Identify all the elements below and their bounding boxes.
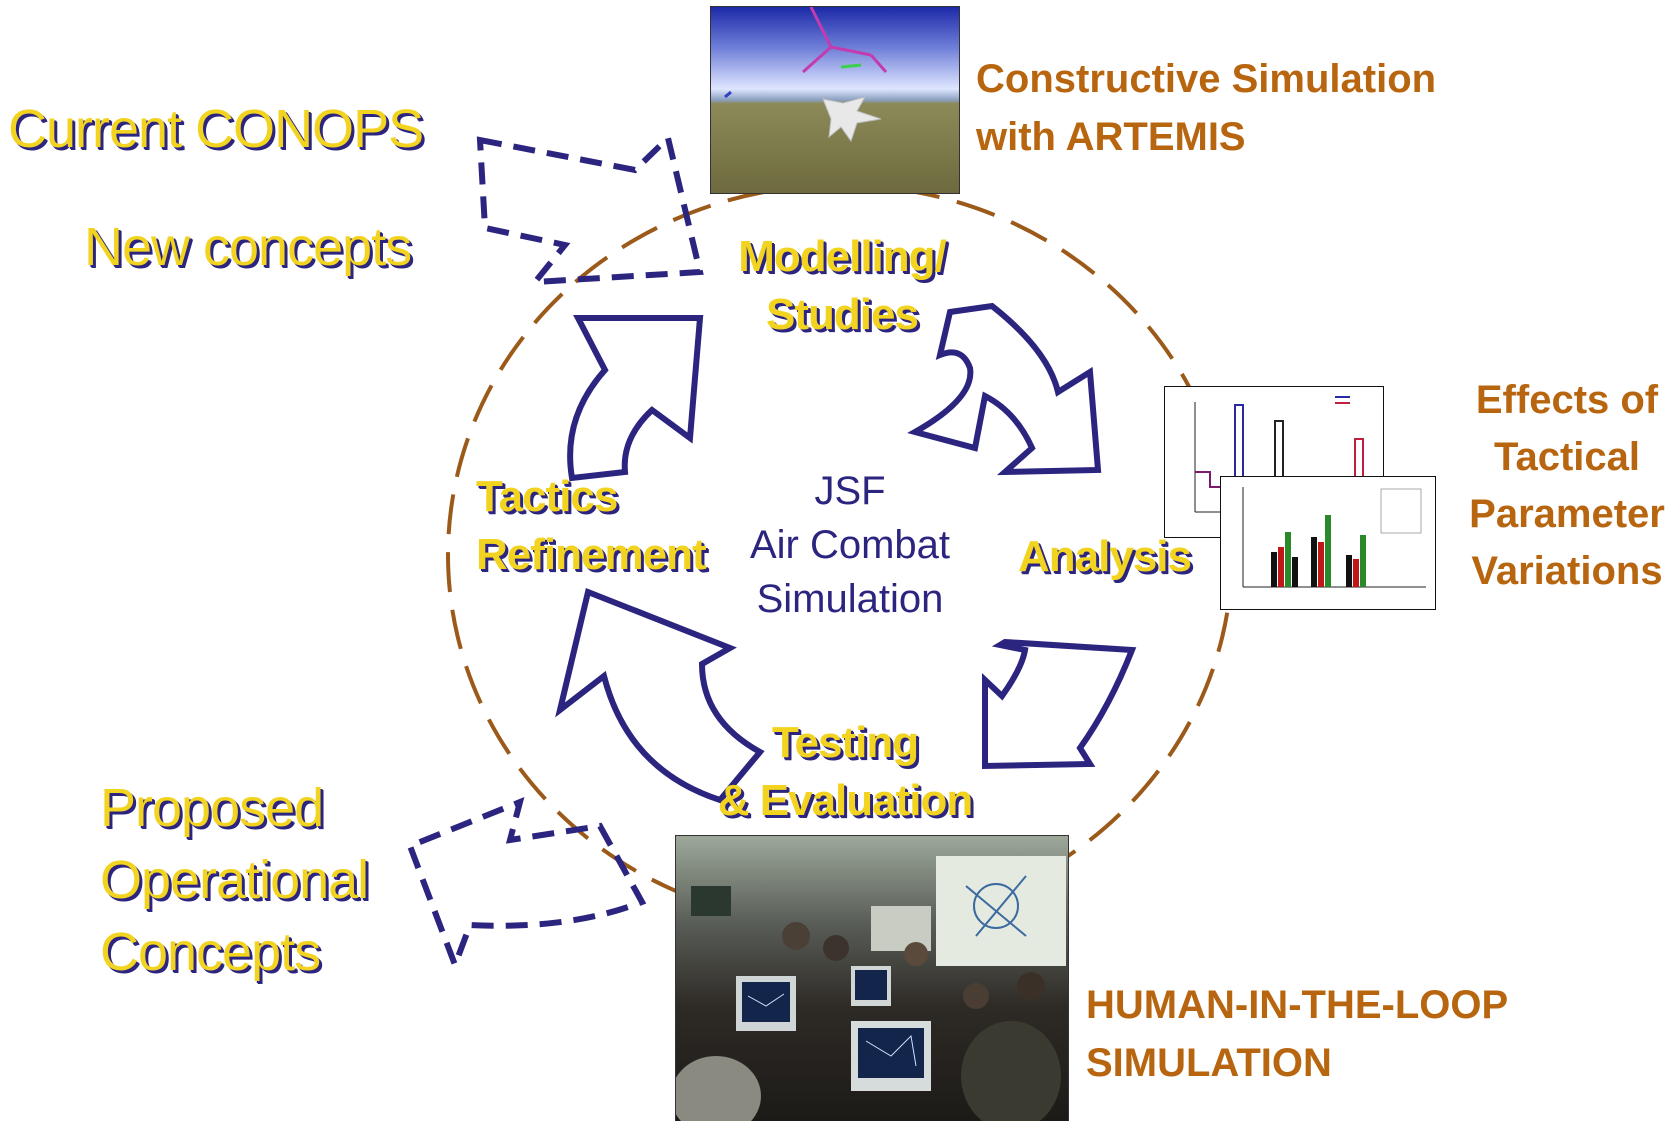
testing-line1: Testing — [771, 718, 919, 767]
stage-testing: Testing & Evaluation — [700, 714, 990, 830]
effects-line1: Effects of — [1475, 378, 1659, 422]
constructive-line2: with ARTEMIS — [976, 115, 1246, 159]
effects-line3: Parameter — [1469, 492, 1665, 536]
modelling-line1: Modelling/ — [738, 232, 947, 281]
dashed-output-arrow-icon — [406, 797, 647, 974]
cycle-center-label: JSF Air Combat Simulation — [740, 464, 960, 626]
cycle-arrow-icon — [567, 315, 704, 482]
new-concepts-label: New concepts — [84, 217, 412, 277]
proposed-line3: Concepts — [100, 922, 321, 982]
center-line3: Simulation — [756, 577, 944, 621]
testing-line2: & Evaluation — [717, 776, 974, 825]
stage-analysis: Analysis — [1018, 532, 1192, 581]
aircraft-icon — [822, 96, 882, 143]
artemis-screenshot — [710, 6, 960, 194]
center-line2: Air Combat — [749, 523, 951, 567]
cycle-arrow-icon — [555, 587, 765, 804]
effects-line4: Variations — [1471, 549, 1663, 593]
hitl-line2: SIMULATION — [1086, 1041, 1332, 1085]
effects-caption: Effects of Tactical Parameter Variations — [1462, 372, 1672, 600]
cycle-arrow-icon — [907, 302, 1102, 476]
current-conops-label: Current CONOPS — [8, 99, 424, 159]
stage-modelling: Modelling/ Studies — [722, 228, 962, 344]
tactics-line1: Tactics — [476, 472, 618, 521]
effects-line2: Tactical — [1494, 435, 1640, 479]
hitl-line1: HUMAN-IN-THE-LOOP — [1086, 983, 1509, 1027]
artemis-scene — [724, 7, 888, 143]
proposed-line2: Operational — [100, 850, 369, 910]
analysis-chart-front — [1220, 476, 1436, 610]
center-line1: JSF — [814, 469, 886, 513]
hitl-caption: HUMAN-IN-THE-LOOP SIMULATION — [1086, 976, 1508, 1092]
cycle-arrow-icon — [982, 638, 1137, 770]
stage-tactics: Tactics Refinement — [476, 468, 707, 584]
constructive-line1: Constructive Simulation — [976, 57, 1437, 101]
proposed-line1: Proposed — [100, 778, 324, 838]
hitl-photo — [675, 835, 1069, 1121]
proposed-concepts-label: Proposed Operational Concepts — [100, 772, 369, 988]
constructive-caption: Constructive Simulation with ARTEMIS — [976, 50, 1436, 166]
tactics-line2: Refinement — [476, 530, 707, 579]
hitl-scene — [676, 856, 1066, 1121]
dashed-input-arrow-icon — [476, 132, 704, 286]
modelling-line2: Studies — [766, 290, 919, 339]
